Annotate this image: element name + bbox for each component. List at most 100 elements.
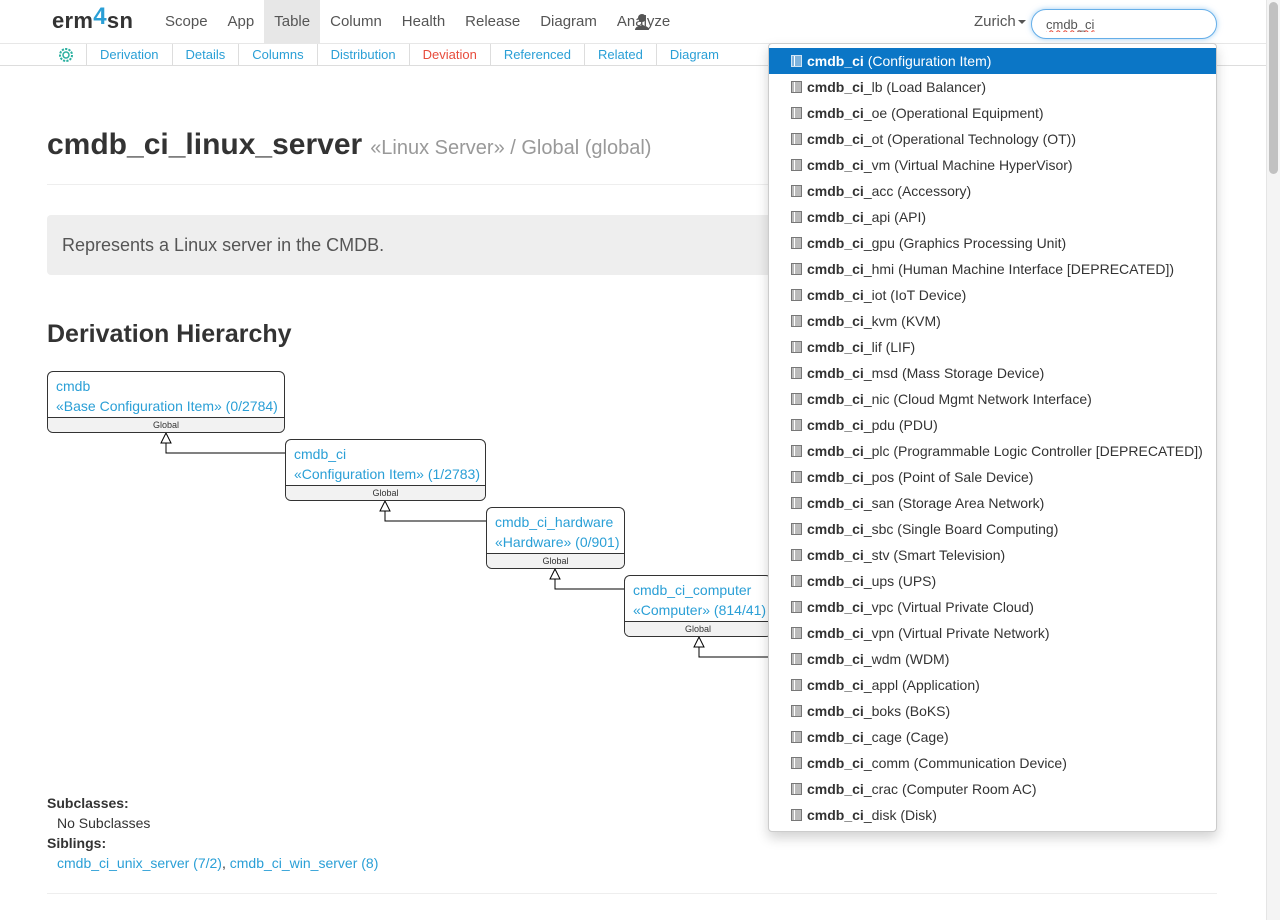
nav-item-release[interactable]: Release	[465, 13, 521, 30]
suggestion-item[interactable]: cmdb_ci_cage (Cage)	[769, 724, 1216, 750]
node-label[interactable]: «Computer» (814/41)	[633, 602, 767, 618]
suggestion-suffix: _pos	[863, 469, 895, 485]
nav-item-scope[interactable]: Scope	[165, 13, 208, 30]
suggestion-item[interactable]: cmdb_ci_disk (Disk)	[769, 802, 1216, 828]
suggestion-match: cmdb_ci	[807, 755, 864, 771]
nav-item-table[interactable]: Table	[264, 0, 321, 44]
scrollbar-thumb[interactable]	[1269, 2, 1278, 174]
top-navbar: erm4sn Scope App Table Column Health Release D…	[0, 0, 1280, 44]
suggestion-suffix: _comm	[863, 755, 910, 771]
suggestion-item[interactable]: cmdb_ci_boks (BoKS)	[769, 698, 1216, 724]
suggestion-item[interactable]: cmdb_ci_wdm (WDM)	[769, 646, 1216, 672]
suggestion-match: cmdb_ci	[807, 79, 864, 95]
suggestion-item[interactable]: cmdb_ci_lb (Load Balancer)	[769, 74, 1216, 100]
table-icon	[791, 731, 802, 743]
tab-details[interactable]: Details	[171, 44, 239, 66]
suggestion-label: (Virtual Private Network)	[898, 625, 1050, 641]
suggestion-item[interactable]: cmdb_ci_gpu (Graphics Processing Unit)	[769, 230, 1216, 256]
suggestion-item[interactable]: cmdb_ci_acc (Accessory)	[769, 178, 1216, 204]
suggestion-item[interactable]: cmdb_ci_stv (Smart Television)	[769, 542, 1216, 568]
suggestion-item[interactable]: cmdb_ci_plc (Programmable Logic Controll…	[769, 438, 1216, 464]
suggestion-match: cmdb_ci	[807, 131, 864, 147]
suggestion-suffix: _vm	[863, 157, 891, 173]
hierarchy-node-cmdb[interactable]: cmdb «Base Configuration Item» (0/2784) …	[47, 371, 285, 433]
tab-columns[interactable]: Columns	[238, 44, 316, 66]
sibling-link[interactable]: cmdb_ci_win_server (8)	[229, 855, 379, 871]
suggestion-item[interactable]: cmdb_ci_sbc (Single Board Computing)	[769, 516, 1216, 542]
tab-derivation[interactable]: Derivation	[86, 44, 172, 66]
instance-dropdown[interactable]: Zurich	[974, 13, 1026, 30]
user-icon[interactable]	[633, 13, 651, 31]
suggestion-label: (Graphics Processing Unit)	[898, 235, 1067, 251]
search-input[interactable]	[1031, 9, 1217, 39]
suggestion-suffix: _sbc	[863, 521, 894, 537]
node-name[interactable]: cmdb_ci_computer	[633, 582, 752, 598]
suggestion-item[interactable]: cmdb_ci_appl (Application)	[769, 672, 1216, 698]
node-scope: Global	[286, 485, 485, 500]
suggestion-suffix: _vpn	[863, 625, 895, 641]
suggestion-item[interactable]: cmdb_ci_lif (LIF)	[769, 334, 1216, 360]
suggestion-item[interactable]: cmdb_ci_nic (Cloud Mgmt Network Interfac…	[769, 386, 1216, 412]
nav-item-app[interactable]: App	[227, 13, 255, 30]
suggestion-match: cmdb_ci	[807, 313, 864, 329]
suggestion-label: (Application)	[901, 677, 980, 693]
suggestion-item[interactable]: cmdb_ci_api (API)	[769, 204, 1216, 230]
table-icon	[791, 809, 802, 821]
tab-referenced[interactable]: Referenced	[489, 44, 584, 66]
suggestion-label: (API)	[894, 209, 927, 225]
settings-icon[interactable]	[58, 47, 74, 63]
scrollbar[interactable]	[1266, 0, 1280, 920]
suggestion-label: (Programmable Logic Controller [DEPRECAT…	[893, 443, 1203, 459]
hierarchy-node-cmdb-ci[interactable]: cmdb_ci «Configuration Item» (1/2783) Gl…	[285, 439, 486, 501]
suggestion-item[interactable]: cmdb_ci_pdu (PDU)	[769, 412, 1216, 438]
suggestion-item[interactable]: cmdb_ci_san (Storage Area Network)	[769, 490, 1216, 516]
suggestion-item[interactable]: cmdb_ci_oe (Operational Equipment)	[769, 100, 1216, 126]
suggestion-match: cmdb_ci	[807, 417, 864, 433]
nav-item-diagram[interactable]: Diagram	[540, 13, 597, 30]
inheritance-arrow	[379, 499, 391, 512]
suggestion-label: (Disk)	[900, 807, 937, 823]
nav-item-column[interactable]: Column	[330, 13, 382, 30]
suggestion-suffix: _cage	[863, 729, 902, 745]
inheritance-arrow	[549, 567, 561, 580]
suggestion-item[interactable]: cmdb_ci_pos (Point of Sale Device)	[769, 464, 1216, 490]
suggestion-suffix: _hmi	[863, 261, 895, 277]
suggestion-item[interactable]: cmdb_ci_comm (Communication Device)	[769, 750, 1216, 776]
node-label[interactable]: «Hardware» (0/901)	[495, 534, 620, 550]
node-name[interactable]: cmdb	[56, 378, 91, 394]
tab-distribution[interactable]: Distribution	[316, 44, 409, 66]
tab-related[interactable]: Related	[584, 44, 656, 66]
suggestion-item[interactable]: cmdb_ci_iot (IoT Device)	[769, 282, 1216, 308]
suggestion-item[interactable]: cmdb_ci_ot (Operational Technology (OT))	[769, 126, 1216, 152]
suggestion-item[interactable]: cmdb_ci_kvm (KVM)	[769, 308, 1216, 334]
suggestion-suffix: _msd	[863, 365, 899, 381]
hierarchy-node-cmdb-ci-hardware[interactable]: cmdb_ci_hardware «Hardware» (0/901) Glob…	[486, 507, 625, 569]
suggestion-item[interactable]: cmdb_ci_vm (Virtual Machine HyperVisor)	[769, 152, 1216, 178]
suggestion-match: cmdb_ci	[807, 677, 864, 693]
suggestion-item[interactable]: cmdb_ci_ups (UPS)	[769, 568, 1216, 594]
subclasses-heading: Subclasses:	[47, 795, 129, 811]
sibling-link[interactable]: cmdb_ci_unix_server (7/2)	[57, 855, 222, 871]
node-label[interactable]: «Configuration Item» (1/2783)	[294, 466, 480, 482]
tab-deviation[interactable]: Deviation	[408, 44, 490, 66]
node-name[interactable]: cmdb_ci_hardware	[495, 514, 614, 530]
suggestion-item[interactable]: cmdb_ci_crac (Computer Room AC)	[769, 776, 1216, 802]
nav-item-health[interactable]: Health	[401, 13, 446, 30]
suggestion-label: (Cloud Mgmt Network Interface)	[893, 391, 1092, 407]
brand-logo[interactable]: erm4sn	[52, 3, 133, 35]
table-icon	[791, 237, 802, 249]
hierarchy-node-cmdb-ci-computer[interactable]: cmdb_ci_computer «Computer» (814/41) Glo…	[624, 575, 772, 637]
suggestion-item[interactable]: cmdb_ci (Configuration Item)	[769, 48, 1216, 74]
suggestion-item[interactable]: cmdb_ci_vpc (Virtual Private Cloud)	[769, 594, 1216, 620]
tab-diagram[interactable]: Diagram	[655, 44, 732, 66]
suggestion-match: cmdb_ci	[807, 157, 864, 173]
suggestion-suffix: _api	[863, 209, 891, 225]
table-icon	[791, 263, 802, 275]
suggestion-item[interactable]: cmdb_ci_hmi (Human Machine Interface [DE…	[769, 256, 1216, 282]
node-name[interactable]: cmdb_ci	[294, 446, 347, 462]
suggestion-item[interactable]: cmdb_ci_vpn (Virtual Private Network)	[769, 620, 1216, 646]
suggestion-label: (Single Board Computing)	[897, 521, 1059, 537]
suggestion-item[interactable]: cmdb_ci_msd (Mass Storage Device)	[769, 360, 1216, 386]
node-label[interactable]: «Base Configuration Item» (0/2784)	[56, 398, 278, 414]
